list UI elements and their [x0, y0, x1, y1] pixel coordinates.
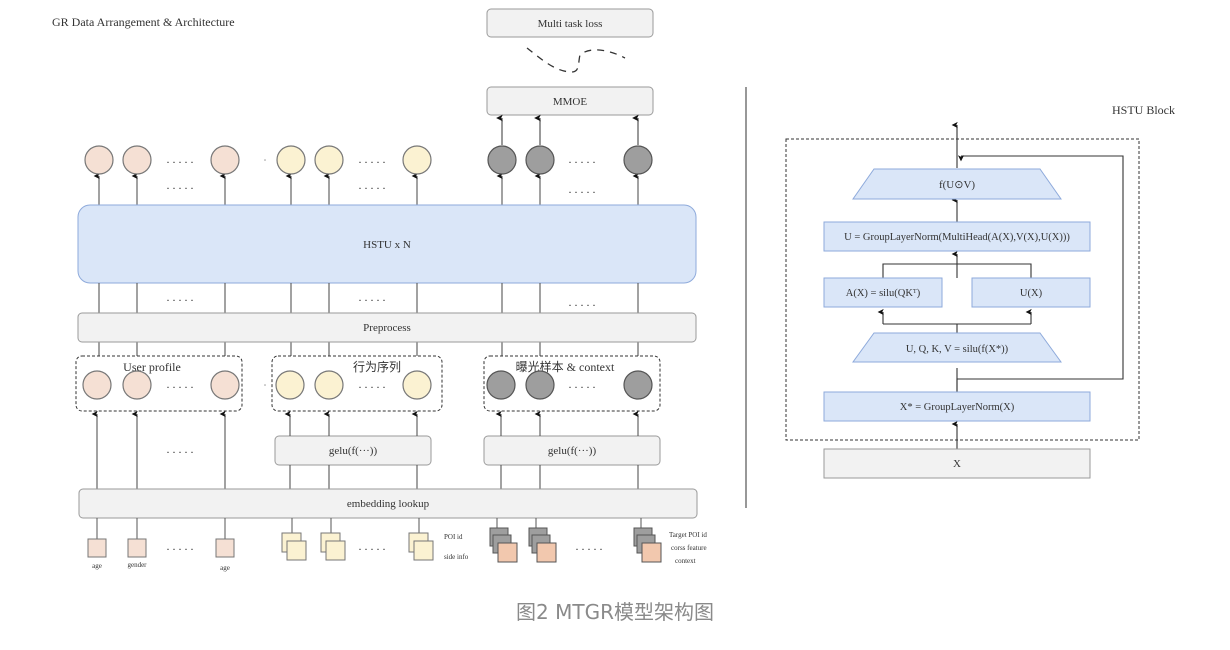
sequence-feature-square	[414, 541, 433, 560]
ellipsis: . . . . .	[167, 442, 194, 456]
ellipsis: . . . . .	[167, 178, 194, 192]
multi-task-loss-label: Multi task loss	[538, 18, 603, 30]
group-token	[211, 371, 239, 399]
uqkv-label: U, Q, K, V = silu(f(X*))	[906, 344, 1009, 355]
group-token	[315, 371, 343, 399]
ellipsis: . . . . .	[569, 295, 596, 309]
group-label-behavior-sequence: 行为序列	[353, 359, 401, 374]
attention-label: A(X) = silu(QKᵀ)	[846, 288, 921, 299]
ellipsis: . . . . .	[167, 539, 194, 553]
stray-dot	[264, 159, 266, 161]
feature-label-target-poi: Target POI id	[669, 531, 707, 539]
x-star-label: X* = GroupLayerNorm(X)	[900, 402, 1015, 413]
ellipsis: . . . . .	[359, 178, 386, 192]
group-label-exposure-context: 曝光样本 & context	[516, 359, 615, 374]
output-token	[403, 146, 431, 174]
left-title: GR Data Arrangement & Architecture	[52, 15, 235, 29]
ellipsis: . . . . .	[569, 182, 596, 196]
mmoe-label: MMOE	[553, 96, 588, 108]
output-token	[277, 146, 305, 174]
dashed-connector	[527, 48, 625, 72]
profile-feature-square	[128, 539, 146, 557]
ellipsis: . . . . .	[359, 539, 386, 553]
output-token	[526, 146, 554, 174]
sequence-feature-square	[287, 541, 306, 560]
profile-feature-square	[88, 539, 106, 557]
group-token	[403, 371, 431, 399]
stray-dot	[264, 384, 266, 386]
right-title: HSTU Block	[1112, 103, 1175, 117]
feature-label-age: age	[92, 562, 102, 570]
sequence-feature-square	[326, 541, 345, 560]
preprocess-label: Preprocess	[363, 322, 411, 334]
output-token	[123, 146, 151, 174]
feature-label-gender: gender	[127, 561, 147, 569]
target-feature-square	[498, 543, 517, 562]
ellipsis: . . . . .	[359, 152, 386, 166]
embedding-lookup-label: embedding lookup	[347, 498, 430, 510]
group-token	[624, 371, 652, 399]
group-token	[487, 371, 515, 399]
output-token	[315, 146, 343, 174]
output-token	[85, 146, 113, 174]
output-token	[624, 146, 652, 174]
gelu-label-target: gelu(f(···))	[548, 445, 597, 457]
ellipsis: . . . . .	[167, 377, 194, 391]
feature-label-cross-feature: corss feature	[671, 544, 707, 552]
x-input-label: X	[953, 458, 961, 470]
u-groupnorm-label: U = GroupLayerNorm(MultiHead(A(X),V(X),U…	[844, 232, 1070, 243]
group-token	[83, 371, 111, 399]
ux-label: U(X)	[1020, 288, 1043, 299]
feature-label-poi-id: POI id	[444, 533, 463, 541]
feature-label-side-info: side info	[444, 553, 469, 561]
gelu-label-sequence: gelu(f(···))	[329, 445, 378, 457]
feature-label-age-2: age	[220, 564, 230, 572]
output-token	[488, 146, 516, 174]
hstu-stack-label: HSTU x N	[363, 239, 411, 251]
feature-label-context: context	[675, 557, 696, 565]
ellipsis: . . . . .	[167, 290, 194, 304]
ellipsis: . . . . .	[167, 152, 194, 166]
ellipsis: . . . . .	[359, 290, 386, 304]
figure-caption: 图2 MTGR模型架构图	[0, 596, 1230, 625]
group-token	[526, 371, 554, 399]
output-token	[211, 146, 239, 174]
ellipsis: . . . . .	[569, 152, 596, 166]
mmoe-arrows	[502, 118, 638, 145]
f-uv-label: f(U⊙V)	[939, 179, 975, 191]
target-feature-square	[537, 543, 556, 562]
ellipsis: . . . . .	[359, 377, 386, 391]
ellipsis: . . . . .	[569, 377, 596, 391]
group-token	[276, 371, 304, 399]
group-token	[123, 371, 151, 399]
ellipsis: . . . . .	[576, 539, 603, 553]
target-feature-square	[642, 543, 661, 562]
profile-feature-square	[216, 539, 234, 557]
